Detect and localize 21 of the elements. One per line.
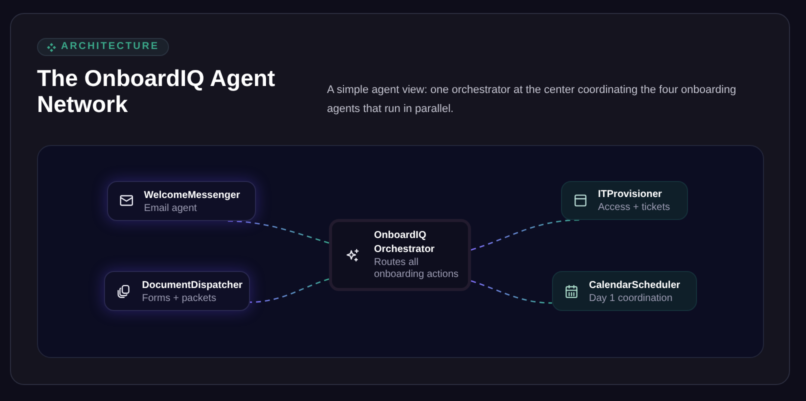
orchestrator-name: OnboardIQ Orchestrator [374, 229, 436, 257]
dashed-connector [470, 219, 580, 251]
agent-description: Access + tickets [598, 201, 670, 214]
orchestrator-card [329, 219, 471, 291]
agent-description: Forms + packets [142, 292, 216, 304]
orchestrator-description: Routes all onboarding actions [374, 257, 460, 281]
agent-name: DocumentDispatcher [142, 278, 243, 292]
agent-name: CalendarScheduler [589, 278, 680, 292]
description-text: A simple agent view: one orchestrator at the center coordinating the four onboarding agents that run in parallel. [327, 83, 738, 117]
agent-description: Email agent [144, 202, 197, 214]
dashed-connector [470, 280, 552, 304]
agent-card [552, 271, 697, 311]
agent-name: WelcomeMessenger [144, 188, 240, 202]
diagram-title: The OnboardIQ Agent Network [37, 65, 276, 117]
agent-card [104, 271, 250, 311]
agent-description: Day 1 coordination [589, 292, 672, 304]
dashed-connector [250, 278, 330, 303]
agent-name: ITProvisioner [598, 188, 662, 201]
category-label: ARCHITECTURE [61, 41, 160, 53]
agent-card [107, 181, 256, 221]
agent-card [561, 181, 688, 220]
